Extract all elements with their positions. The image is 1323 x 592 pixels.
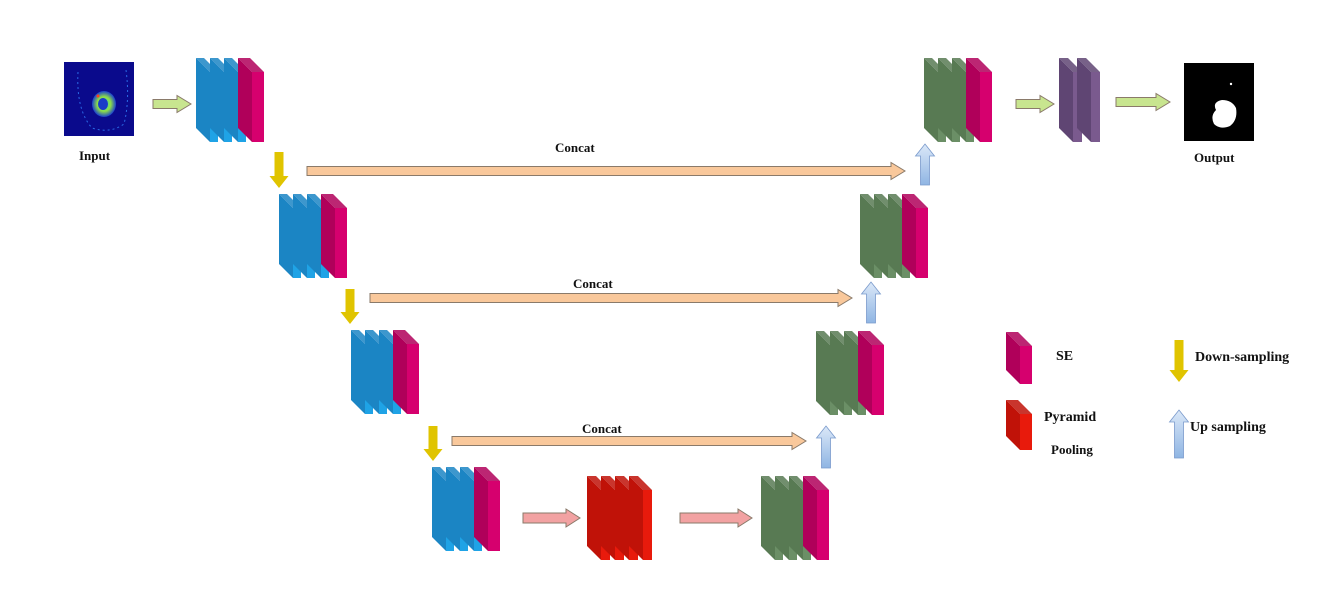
decoder-block-2 [860,194,928,278]
encoder-block-4 [432,467,500,551]
concat-label-1: Concat [555,140,595,155]
legend-up-arrow-icon [1168,409,1190,459]
final-conv-block [1059,58,1100,142]
se-slab [803,476,829,560]
concat-label-2: Concat [573,276,613,291]
final-conv-block-slab [1077,58,1100,142]
input-arrow [152,94,192,114]
se-slab [902,194,928,278]
concat-label-3: Concat [582,421,622,436]
decoder-block-1 [924,58,992,142]
bottleneck-arrow-1 [522,508,581,528]
legend-pyramid-label-2: Pooling [1051,442,1093,457]
down-sampling-arrow-3 [423,426,443,461]
se-slab [321,194,347,278]
concat-arrow-3 [451,431,807,451]
se-slab [393,330,419,414]
encoder-block-2 [279,194,347,278]
output-label: Output [1194,150,1235,165]
se-slab [238,58,264,142]
input-image [64,62,134,136]
legend-down-label: Down-sampling [1195,350,1290,365]
output-arrow [1115,92,1171,112]
legend-pyramid-slab [1006,400,1032,450]
legend-se-slab [1006,332,1032,384]
legend-se-label: SE [1056,349,1074,364]
down-sampling-arrow-1 [269,152,289,188]
legend-pyramid-label-1: Pyramid [1044,410,1097,425]
legend-se-icon [1006,332,1032,384]
up-sampling-arrow-2 [860,281,882,324]
up-sampling-arrow-3 [914,143,936,186]
down-sampling-arrow-2 [340,289,360,324]
bottleneck-arrow-2 [679,508,753,528]
concat-arrow-1 [306,161,906,181]
se-slab [966,58,992,142]
up-sampling-arrow-1 [815,425,837,469]
pyramid-pooling-block [587,476,652,560]
input-label: Input [79,148,111,163]
flow-arrow [1015,94,1055,114]
legend-down-arrow-icon [1169,340,1189,382]
se-slab [858,331,884,415]
legend-up-label: Up sampling [1190,420,1266,435]
pyramid-pooling-block-slab [629,476,652,560]
output-image [1184,63,1254,141]
legend-pyramid-icon [1006,400,1032,450]
decoder-block-3 [816,331,884,415]
encoder-block-3 [351,330,419,414]
se-slab [474,467,500,551]
concat-arrow-2 [369,288,853,308]
encoder-block-1 [196,58,264,142]
decoder-block-4 [761,476,829,560]
